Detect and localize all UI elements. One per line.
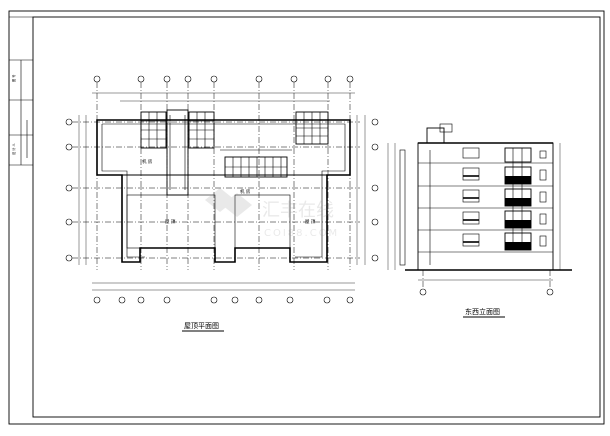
watermark-cn: 汇丰在线 — [262, 200, 334, 221]
elevation-windows-right — [539, 150, 547, 247]
room-label-top-right: 机 房 — [240, 188, 251, 195]
room-label-center: 屋 顶 — [165, 219, 176, 225]
roof-window-grid-right — [295, 111, 329, 145]
elevation-axis-right — [546, 288, 554, 296]
roof-window-grid-center — [220, 149, 292, 178]
roof-plan-right-axes — [356, 115, 379, 265]
watermark: 汇丰在线 COI88.COM — [205, 188, 339, 239]
title-block: 图 号 设 计 人 — [9, 16, 33, 166]
drawing-frame — [32, 16, 601, 418]
elevation-windows-left — [462, 147, 480, 247]
room-label-right: 屋 顶 — [305, 219, 316, 225]
elevation-title: 东西立面图 — [465, 307, 500, 316]
roof-outline — [96, 119, 351, 263]
roof-plan-bottom-axes — [92, 282, 355, 304]
roof-plan-left-axes — [65, 115, 360, 265]
elevation-body — [417, 142, 554, 271]
room-label-upper: 机 房 — [142, 158, 153, 165]
elevation-balconies — [504, 147, 532, 251]
elevation-axis-left — [419, 288, 427, 296]
title-block-label-mid: 设 计 人 — [11, 143, 16, 155]
roof-window-grid-left — [140, 111, 215, 149]
watermark-en: COI88.COM — [264, 228, 339, 239]
roof-plan-top-axes — [92, 75, 355, 270]
sheet-border — [8, 10, 605, 425]
roof-plan-title: 屋顶平面图 — [184, 322, 219, 330]
title-block-label-top: 图 号 — [11, 75, 16, 82]
east-west-elevation: 东西立面图 — [387, 123, 572, 318]
roof-plan: 机 房 机 房 屋 顶 屋 顶 屋顶平面图 — [65, 75, 379, 332]
